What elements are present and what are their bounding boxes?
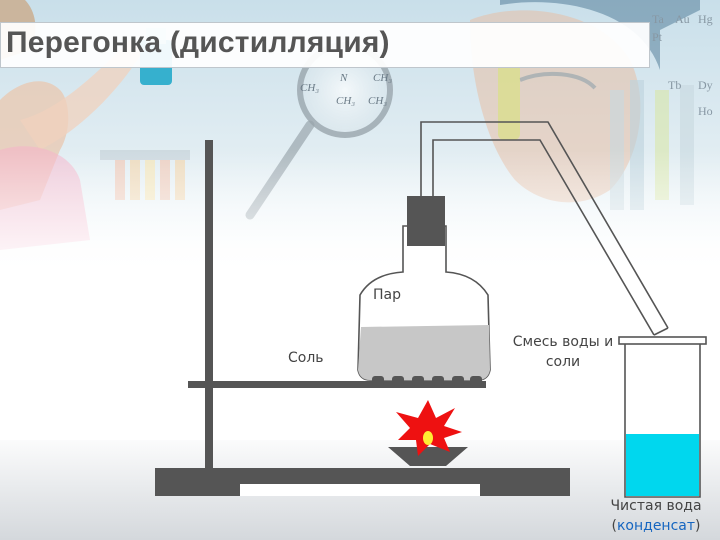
stopper xyxy=(407,196,445,246)
vapor-label: Пар xyxy=(373,287,401,303)
formula-ch3-bottom: CH₃ xyxy=(336,95,356,107)
mixture-label: Смесь воды и соли xyxy=(508,332,618,372)
element-au: Au xyxy=(675,12,690,26)
flask-feet xyxy=(372,376,482,386)
stand-rod xyxy=(205,140,213,470)
flame-core xyxy=(423,431,433,445)
pure-water-label-line2: (конденсат) xyxy=(602,516,710,536)
burner xyxy=(388,447,468,466)
condensate-word: конденсат xyxy=(616,518,696,534)
pure-water-label-line1: Чистая вода xyxy=(610,498,702,514)
flame xyxy=(396,400,462,456)
formula-ch3-bottom-right: CH₃ xyxy=(368,95,388,107)
formula-ch3-top-right: CH₃ xyxy=(373,72,393,84)
flask-liquid xyxy=(358,325,490,380)
title-banner xyxy=(0,22,650,68)
page-title: Перегонка (дистилляция) xyxy=(6,26,390,59)
element-ho: Ho xyxy=(698,104,713,118)
element-ta: Ta xyxy=(652,12,664,26)
salt-label: Соль xyxy=(288,350,324,366)
paren-open: ( xyxy=(611,518,617,534)
formula-nitrogen: N xyxy=(340,72,348,84)
element-dy: Dy xyxy=(698,78,713,92)
element-pt: Pt xyxy=(652,30,663,44)
support-shelf xyxy=(188,381,486,388)
mixture-label-line2: соли xyxy=(545,354,581,370)
delivery-tube-inner xyxy=(432,139,655,336)
formula-ch3-left: CH₃ xyxy=(300,82,320,94)
pure-water-label: Чистая вода (конденсат) xyxy=(602,496,710,536)
beaker-rim xyxy=(618,336,707,345)
paren-close: ) xyxy=(695,518,701,534)
element-hg: Hg xyxy=(698,12,713,26)
element-tb: Tb xyxy=(668,78,682,92)
stand-base-gap xyxy=(240,484,480,496)
delivery-tube-outer xyxy=(420,121,669,329)
condensate-liquid xyxy=(626,434,699,496)
mixture-label-line1: Смесь воды и xyxy=(512,334,614,350)
delivery-tube-end xyxy=(653,327,669,336)
